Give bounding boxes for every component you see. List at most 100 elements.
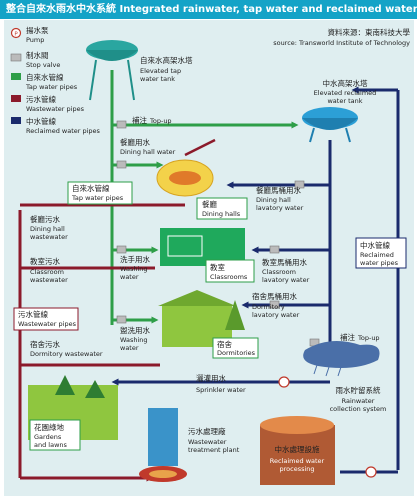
valves — [116, 120, 320, 347]
reclaimed-pipes-label-box — [355, 237, 407, 269]
topup1-zh: 補注 — [132, 115, 147, 125]
tap-pipes-label-en: Tap water pipes — [71, 194, 124, 202]
classroom-lav-en1: Classroom — [262, 268, 296, 276]
dining-lav-en1: Dining hall — [256, 196, 291, 204]
dining-water-en: Dining hall water — [120, 148, 176, 156]
dining-lav-en2: lavatory water — [256, 204, 304, 212]
processing-tank — [260, 425, 335, 485]
dorm-label-box — [212, 337, 259, 359]
wastewater-plant — [139, 408, 187, 482]
classroom-board-sketch — [167, 235, 203, 257]
topup2-zh: 補注 — [340, 332, 355, 342]
tap-pipes-label-box — [67, 181, 133, 205]
classroom-waste-zh: 教室污水 — [30, 256, 60, 266]
tap-tank-bowl — [86, 50, 138, 61]
classroom-waste-en2: wastewater — [30, 276, 68, 284]
dining-label-box — [196, 197, 248, 220]
dormitories-en: Dormitories — [217, 349, 256, 357]
reclaimed-pipes-label-en2: water pipes — [360, 259, 399, 267]
washing1-zh: 洗手用水 — [120, 254, 150, 264]
reclaimed-pipes-label-en1: Reclaimed — [360, 251, 394, 259]
washing2-en1: Washing — [120, 336, 148, 344]
gardens — [28, 375, 118, 451]
tap-tower-zh: 自來水高架水塔 — [140, 55, 193, 65]
dorm-lav-en1: Dormitory — [252, 303, 285, 311]
stop-valve-icon — [269, 245, 280, 254]
legend-tap-zh: 自來水管線 — [26, 72, 64, 82]
classroom-waste-en1: Classroom — [30, 268, 64, 276]
tree-icon — [85, 380, 105, 398]
dorm-lav-en2: lavatory water — [252, 311, 300, 319]
processing-en2: processing — [279, 465, 314, 473]
dormitories-zh: 宿舍 — [217, 339, 232, 349]
processing-en1: Reclaimed water — [270, 457, 325, 465]
plant-zh: 污水處理廠 — [188, 426, 226, 436]
dining-hall-zh: 餐廳 — [202, 199, 217, 209]
dining-water-zh: 餐廳用水 — [120, 137, 150, 147]
tap-tower-en2: water tank — [140, 75, 175, 83]
dorm-lav-zh: 宿舍馬桶用水 — [252, 291, 297, 301]
dorm-waste-en: Dormitory wastewater — [30, 350, 103, 358]
reclaimed-pipe-swatch — [11, 117, 21, 124]
dormitories — [158, 290, 259, 359]
plant-en1: Wastewater — [188, 438, 227, 446]
tap-tower-en1: Elevated tap — [140, 67, 181, 75]
dining-hall — [156, 159, 248, 220]
plant-basin-inner — [149, 470, 177, 478]
sprinkler-en: Sprinkler water — [196, 386, 246, 394]
washing1-en2: water — [120, 273, 139, 281]
dining-waste-en1: Dining hall — [30, 225, 65, 233]
classrooms-zh: 教室 — [210, 262, 225, 272]
classroom-lav-zh: 教室馬桶用水 — [262, 257, 307, 267]
classroom-lav-en2: lavatory water — [262, 276, 310, 284]
topup2-en: Top-up — [357, 334, 380, 342]
classroom-label-box — [205, 259, 255, 283]
waste-pipes-label-zh: 污水管線 — [18, 309, 48, 319]
reclaimed-tank-bowl — [302, 118, 358, 130]
dining-fish-icon — [169, 171, 201, 185]
legend: P 揚水泵 Pump 制水閥 Stop valve 自來水管線 Tap wate… — [10, 25, 101, 135]
dorm-roof — [158, 290, 236, 306]
dining-lav-zh: 餐廳馬桶用水 — [256, 185, 301, 195]
stop-valve-icon — [10, 53, 22, 62]
sprinkler-zh: 灑灌用水 — [196, 373, 226, 383]
tap-pipe-swatch — [11, 73, 21, 80]
topup1-en: Top-up — [149, 117, 172, 125]
tree-icon — [55, 375, 75, 395]
waste-pipe-swatch — [11, 95, 21, 102]
tap-tower-leg — [127, 59, 135, 101]
rainwater-en1: Rainwater — [342, 397, 375, 405]
legend-valve-zh: 制水閥 — [26, 50, 49, 60]
dining-waste-en2: wastewater — [30, 233, 68, 241]
washing2-en2: water — [120, 344, 139, 352]
stop-valve-icon — [116, 245, 127, 254]
legend-pump-en: Pump — [26, 36, 44, 44]
reclaimed-tower-leg — [345, 127, 351, 143]
waste-pipes-label-box — [13, 307, 79, 331]
tap-water-tower — [86, 40, 138, 101]
legend-tap-en: Tap water pipes — [25, 83, 78, 91]
legend-waste-en: Wastewater pipes — [26, 105, 85, 113]
dining-waste-zh: 餐廳污水 — [30, 214, 60, 224]
pump-icon — [10, 27, 22, 39]
gardens-en1: Gardens — [34, 433, 62, 441]
stop-valve-icon — [116, 315, 127, 324]
tap-pipes-label-zh: 自來水管線 — [72, 183, 110, 193]
stop-valve-icon — [116, 160, 127, 169]
gardens-zh: 花園綠地 — [34, 422, 64, 432]
rainwater-zh: 雨水貯留系統 — [336, 385, 381, 395]
reclaimed-pipes-label-zh: 中水管線 — [360, 240, 390, 250]
washing2-zh: 盥洗用水 — [120, 325, 150, 335]
rainwater-en2: collection system — [330, 405, 387, 413]
reclaimed-processing — [260, 416, 335, 485]
dorm-waste-zh: 宿舍污水 — [30, 339, 60, 349]
rain-drops — [313, 361, 343, 377]
stop-valve-icon — [116, 120, 127, 129]
legend-reclaimed-en: Reclaimed water pipes — [26, 127, 101, 135]
legend-valve-en: Stop valve — [26, 61, 60, 69]
source-en: source: Transworld Institute of Technolo… — [273, 39, 410, 47]
processing-tank-top — [260, 416, 334, 434]
pump-icon — [278, 376, 290, 388]
reclaimed-tower-zh: 中水高架水塔 — [323, 78, 368, 88]
